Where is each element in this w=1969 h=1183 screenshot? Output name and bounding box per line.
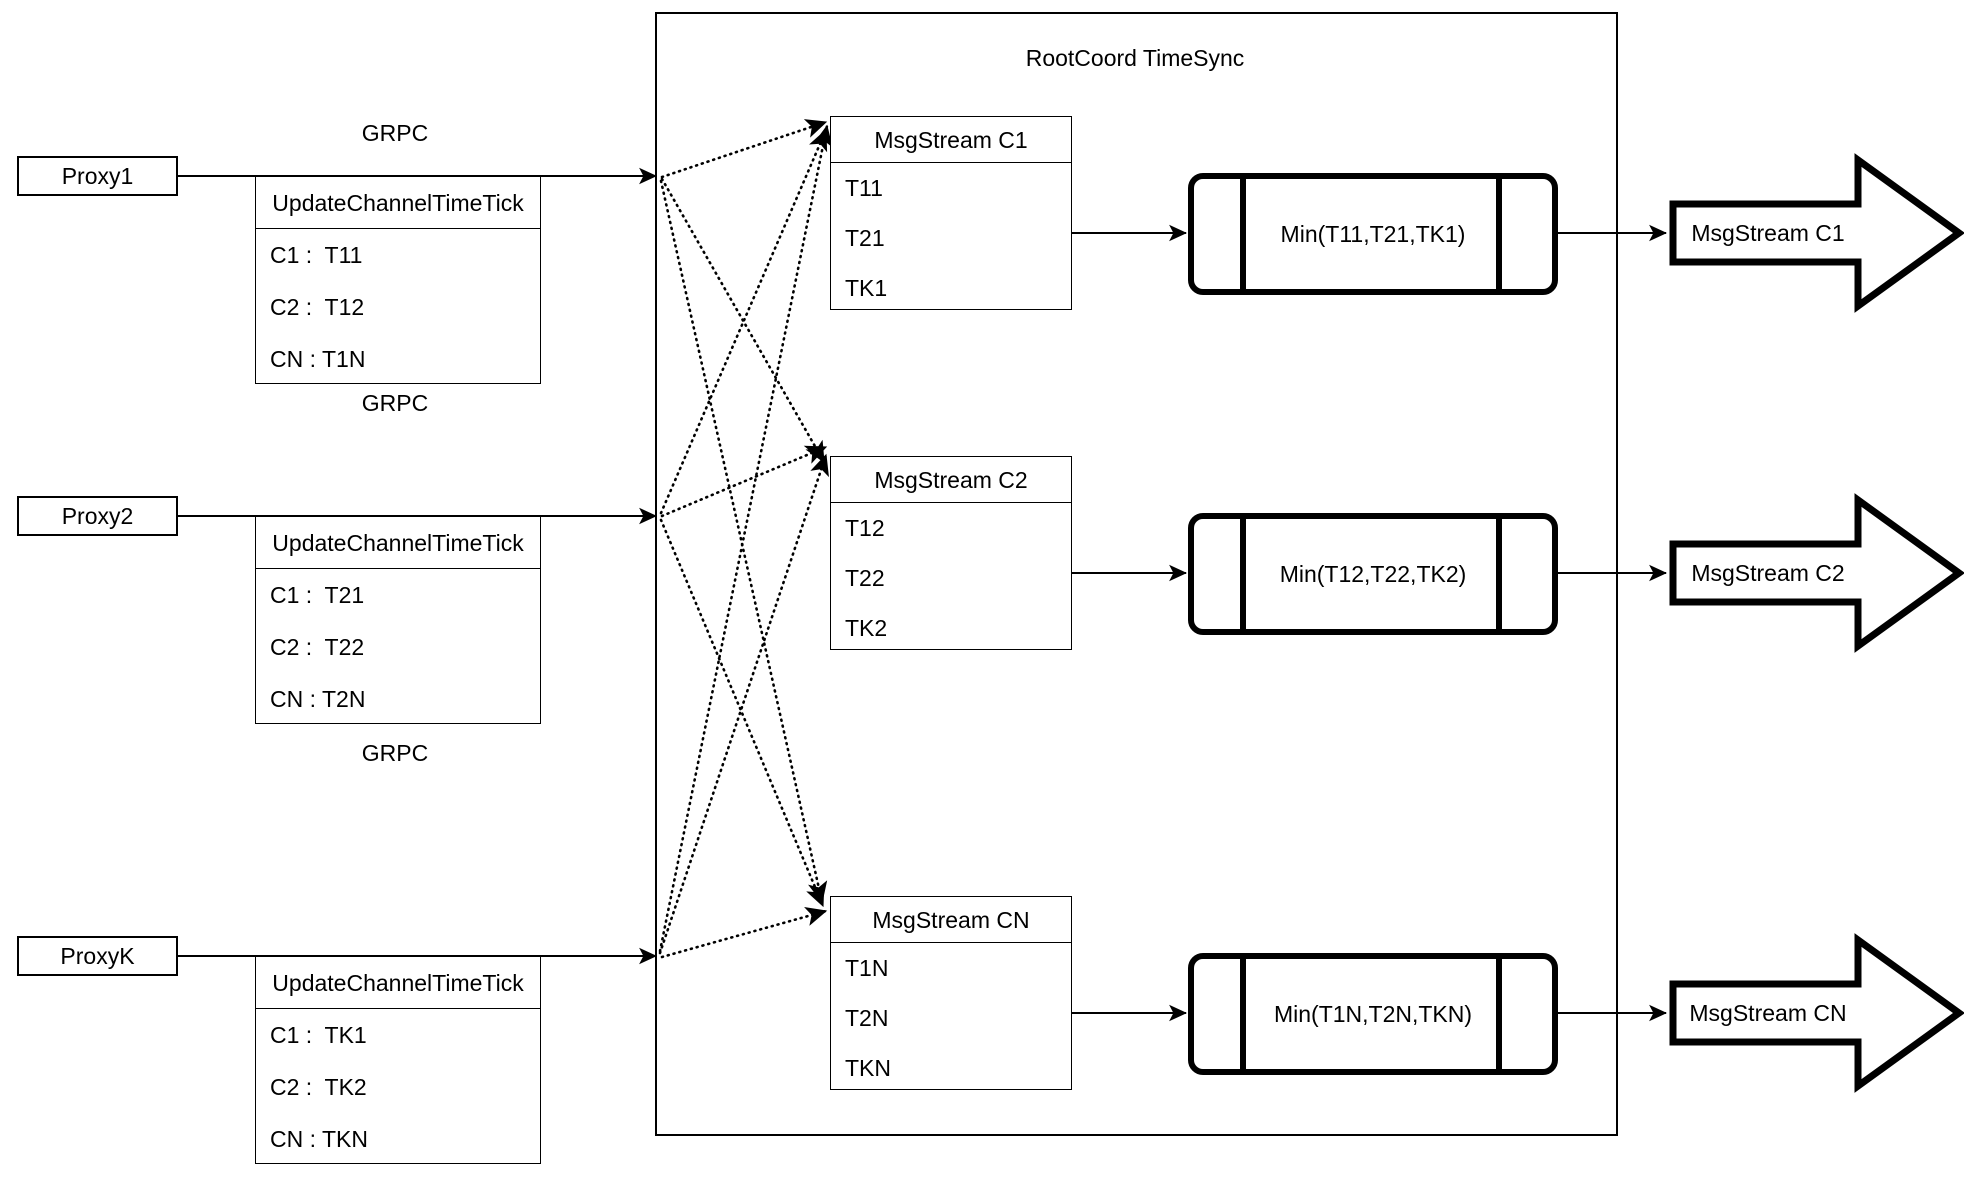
timetick-row: C2 : T22	[270, 634, 365, 660]
min-process-1: Min(T11,T21,TK1)	[1188, 173, 1558, 295]
edge-label-grpc-3: GRPC	[361, 740, 429, 766]
timetick-table-2: UpdateChannelTimeTick C1 : T21 C2 : T22 …	[255, 516, 541, 724]
timetick-table-3: UpdateChannelTimeTick C1 : TK1 C2 : TK2 …	[255, 956, 541, 1164]
msgstream-table-3: MsgStream CN T1N T2N TKN	[830, 896, 1072, 1090]
timetick-table-3-header: UpdateChannelTimeTick	[256, 957, 540, 1009]
timetick-row: C2 : T12	[270, 294, 365, 320]
min-process-1-label: Min(T11,T21,TK1)	[1280, 221, 1466, 247]
msgstream-table-1-body: T11 T21 TK1	[831, 163, 1071, 313]
output-block-arrow-2-label: MsgStream C2	[1691, 560, 1845, 586]
msgstream-row: T21	[845, 225, 885, 251]
msgstream-table-2-body: T12 T22 TK2	[831, 503, 1071, 653]
msgstream-table-1: MsgStream C1 T11 T21 TK1	[830, 116, 1072, 310]
msgstream-table-3-header: MsgStream CN	[831, 897, 1071, 943]
edge-label-grpc-2: GRPC	[361, 390, 429, 416]
timetick-table-1-header: UpdateChannelTimeTick	[256, 177, 540, 229]
container-title: RootCoord TimeSync	[1025, 45, 1245, 71]
msgstream-row: TK1	[845, 275, 888, 301]
msgstream-row: T22	[845, 565, 885, 591]
timetick-row: C1 : T21	[270, 582, 365, 608]
timetick-table-2-header: UpdateChannelTimeTick	[256, 517, 540, 569]
msgstream-row: TKN	[845, 1055, 891, 1081]
min-process-2-label: Min(T12,T22,TK2)	[1279, 561, 1467, 587]
timetick-row: C2 : TK2	[270, 1074, 367, 1100]
msgstream-table-3-body: T1N T2N TKN	[831, 943, 1071, 1093]
proxy-box-3[interactable]: ProxyK	[17, 936, 178, 976]
output-block-arrow-1: MsgStream C1	[1668, 152, 1964, 314]
timetick-row: C1 : T11	[270, 242, 363, 268]
timetick-table-1-body: C1 : T11 C2 : T12 CN : T1N	[256, 229, 540, 385]
msgstream-table-1-header: MsgStream C1	[831, 117, 1071, 163]
msgstream-table-2-header: MsgStream C2	[831, 457, 1071, 503]
proxy-box-2[interactable]: Proxy2	[17, 496, 178, 536]
msgstream-row: T12	[845, 515, 885, 541]
output-block-arrow-1-label: MsgStream C1	[1691, 220, 1845, 246]
timetick-row: CN : TKN	[270, 1126, 368, 1152]
output-block-arrow-3-label: MsgStream CN	[1689, 1000, 1847, 1026]
timetick-table-1: UpdateChannelTimeTick C1 : T11 C2 : T12 …	[255, 176, 541, 384]
msgstream-row: T11	[845, 175, 883, 201]
min-process-3-label: Min(T1N,T2N,TKN)	[1273, 1001, 1473, 1027]
timetick-row: CN : T1N	[270, 346, 366, 372]
msgstream-table-2: MsgStream C2 T12 T22 TK2	[830, 456, 1072, 650]
output-block-arrow-2: MsgStream C2	[1668, 492, 1964, 654]
timetick-table-3-body: C1 : TK1 C2 : TK2 CN : TKN	[256, 1009, 540, 1165]
min-process-3: Min(T1N,T2N,TKN)	[1188, 953, 1558, 1075]
proxy-box-1[interactable]: Proxy1	[17, 156, 178, 196]
rootcoord-timesync-container	[655, 12, 1618, 1136]
msgstream-row: TK2	[845, 615, 888, 641]
msgstream-row: T2N	[845, 1005, 889, 1031]
msgstream-row: T1N	[845, 955, 889, 981]
min-process-2: Min(T12,T22,TK2)	[1188, 513, 1558, 635]
timetick-row: C1 : TK1	[270, 1022, 367, 1048]
edge-label-grpc-1: GRPC	[361, 120, 429, 146]
output-block-arrow-3: MsgStream CN	[1668, 932, 1964, 1094]
timetick-row: CN : T2N	[270, 686, 366, 712]
timetick-table-2-body: C1 : T21 C2 : T22 CN : T2N	[256, 569, 540, 725]
